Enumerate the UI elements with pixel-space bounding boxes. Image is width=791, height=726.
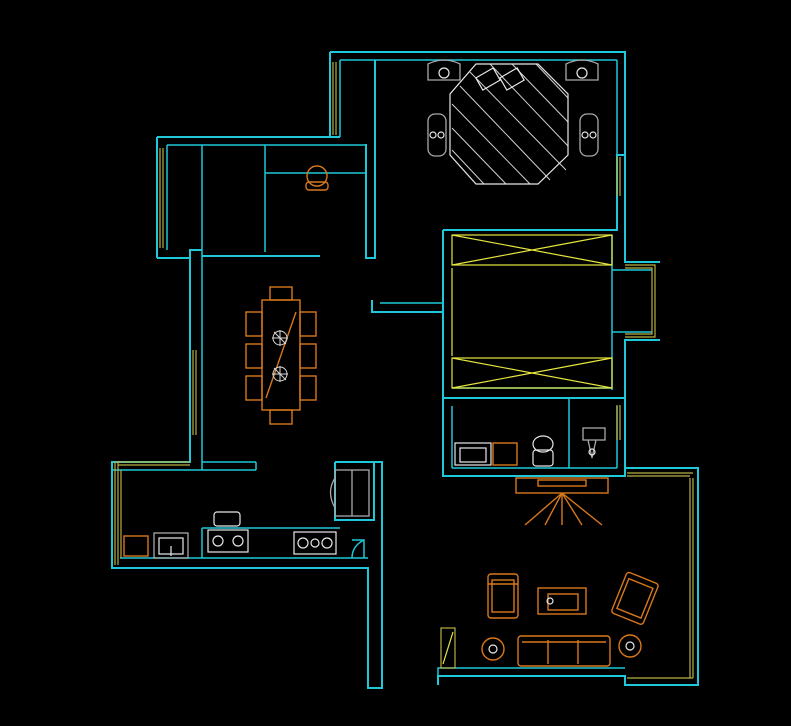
window-dining-left bbox=[192, 350, 197, 435]
pillow-icon bbox=[475, 67, 525, 91]
dining-table-icon bbox=[261, 299, 301, 411]
stove-icon bbox=[293, 531, 337, 555]
chair-icon bbox=[299, 311, 317, 337]
door-swing bbox=[351, 539, 365, 559]
sofa-icon bbox=[517, 635, 611, 667]
chair-icon bbox=[269, 409, 293, 425]
chair-icon bbox=[245, 343, 263, 369]
window-bathroom bbox=[616, 405, 621, 440]
wall-kitchen-right bbox=[334, 462, 375, 521]
wall-living-inner bbox=[437, 667, 625, 676]
armchair-icon bbox=[487, 573, 519, 619]
coffee-table-icon bbox=[537, 587, 587, 615]
washbasin-icon bbox=[207, 511, 249, 553]
wall-hall-stub bbox=[371, 300, 443, 313]
window-study-left bbox=[159, 148, 164, 248]
wall-study-bottom bbox=[157, 249, 202, 259]
wardrobe-top bbox=[451, 234, 613, 266]
washbasin-icon bbox=[454, 442, 518, 466]
side-table-icon bbox=[481, 634, 642, 661]
wall-living-room bbox=[437, 467, 699, 686]
plant-stand-icon bbox=[440, 627, 456, 669]
master-bed bbox=[449, 63, 569, 185]
toilet-icon bbox=[532, 435, 554, 467]
wall-bathroom bbox=[442, 398, 626, 477]
sink-icon bbox=[123, 532, 189, 559]
wall-dining-left bbox=[111, 258, 383, 689]
wall-bedroom2 bbox=[442, 230, 660, 399]
refrigerator-icon bbox=[329, 469, 370, 517]
window-master-right bbox=[616, 157, 621, 196]
octagon-bed-icon bbox=[449, 63, 569, 185]
tv-cabinet-icon bbox=[515, 477, 609, 526]
wall-bedroom2-top bbox=[443, 154, 660, 263]
window-living-right bbox=[627, 472, 694, 679]
chair-icon bbox=[245, 375, 263, 401]
window-kitchen-left bbox=[114, 461, 190, 565]
chair-icon bbox=[305, 165, 329, 191]
shower-icon bbox=[582, 427, 606, 459]
window-master-left bbox=[332, 62, 337, 135]
chair-icon bbox=[299, 375, 317, 401]
bedside-lamp-icon bbox=[427, 59, 599, 81]
windows bbox=[114, 62, 694, 679]
window-bedroom2-bay bbox=[625, 264, 656, 338]
chair-icon bbox=[299, 343, 317, 369]
bedside-table-icon bbox=[427, 113, 599, 157]
chair-icon bbox=[269, 286, 293, 301]
dining-chairs bbox=[245, 286, 317, 425]
wardrobe-bottom bbox=[451, 357, 613, 389]
wall-master-bedroom-top bbox=[330, 51, 626, 155]
armchair-icon bbox=[611, 571, 659, 625]
wall-bedroom-divider bbox=[365, 60, 376, 259]
wall-dining-left-inner bbox=[112, 258, 203, 471]
walls bbox=[111, 51, 699, 689]
chair-icon bbox=[245, 311, 263, 337]
